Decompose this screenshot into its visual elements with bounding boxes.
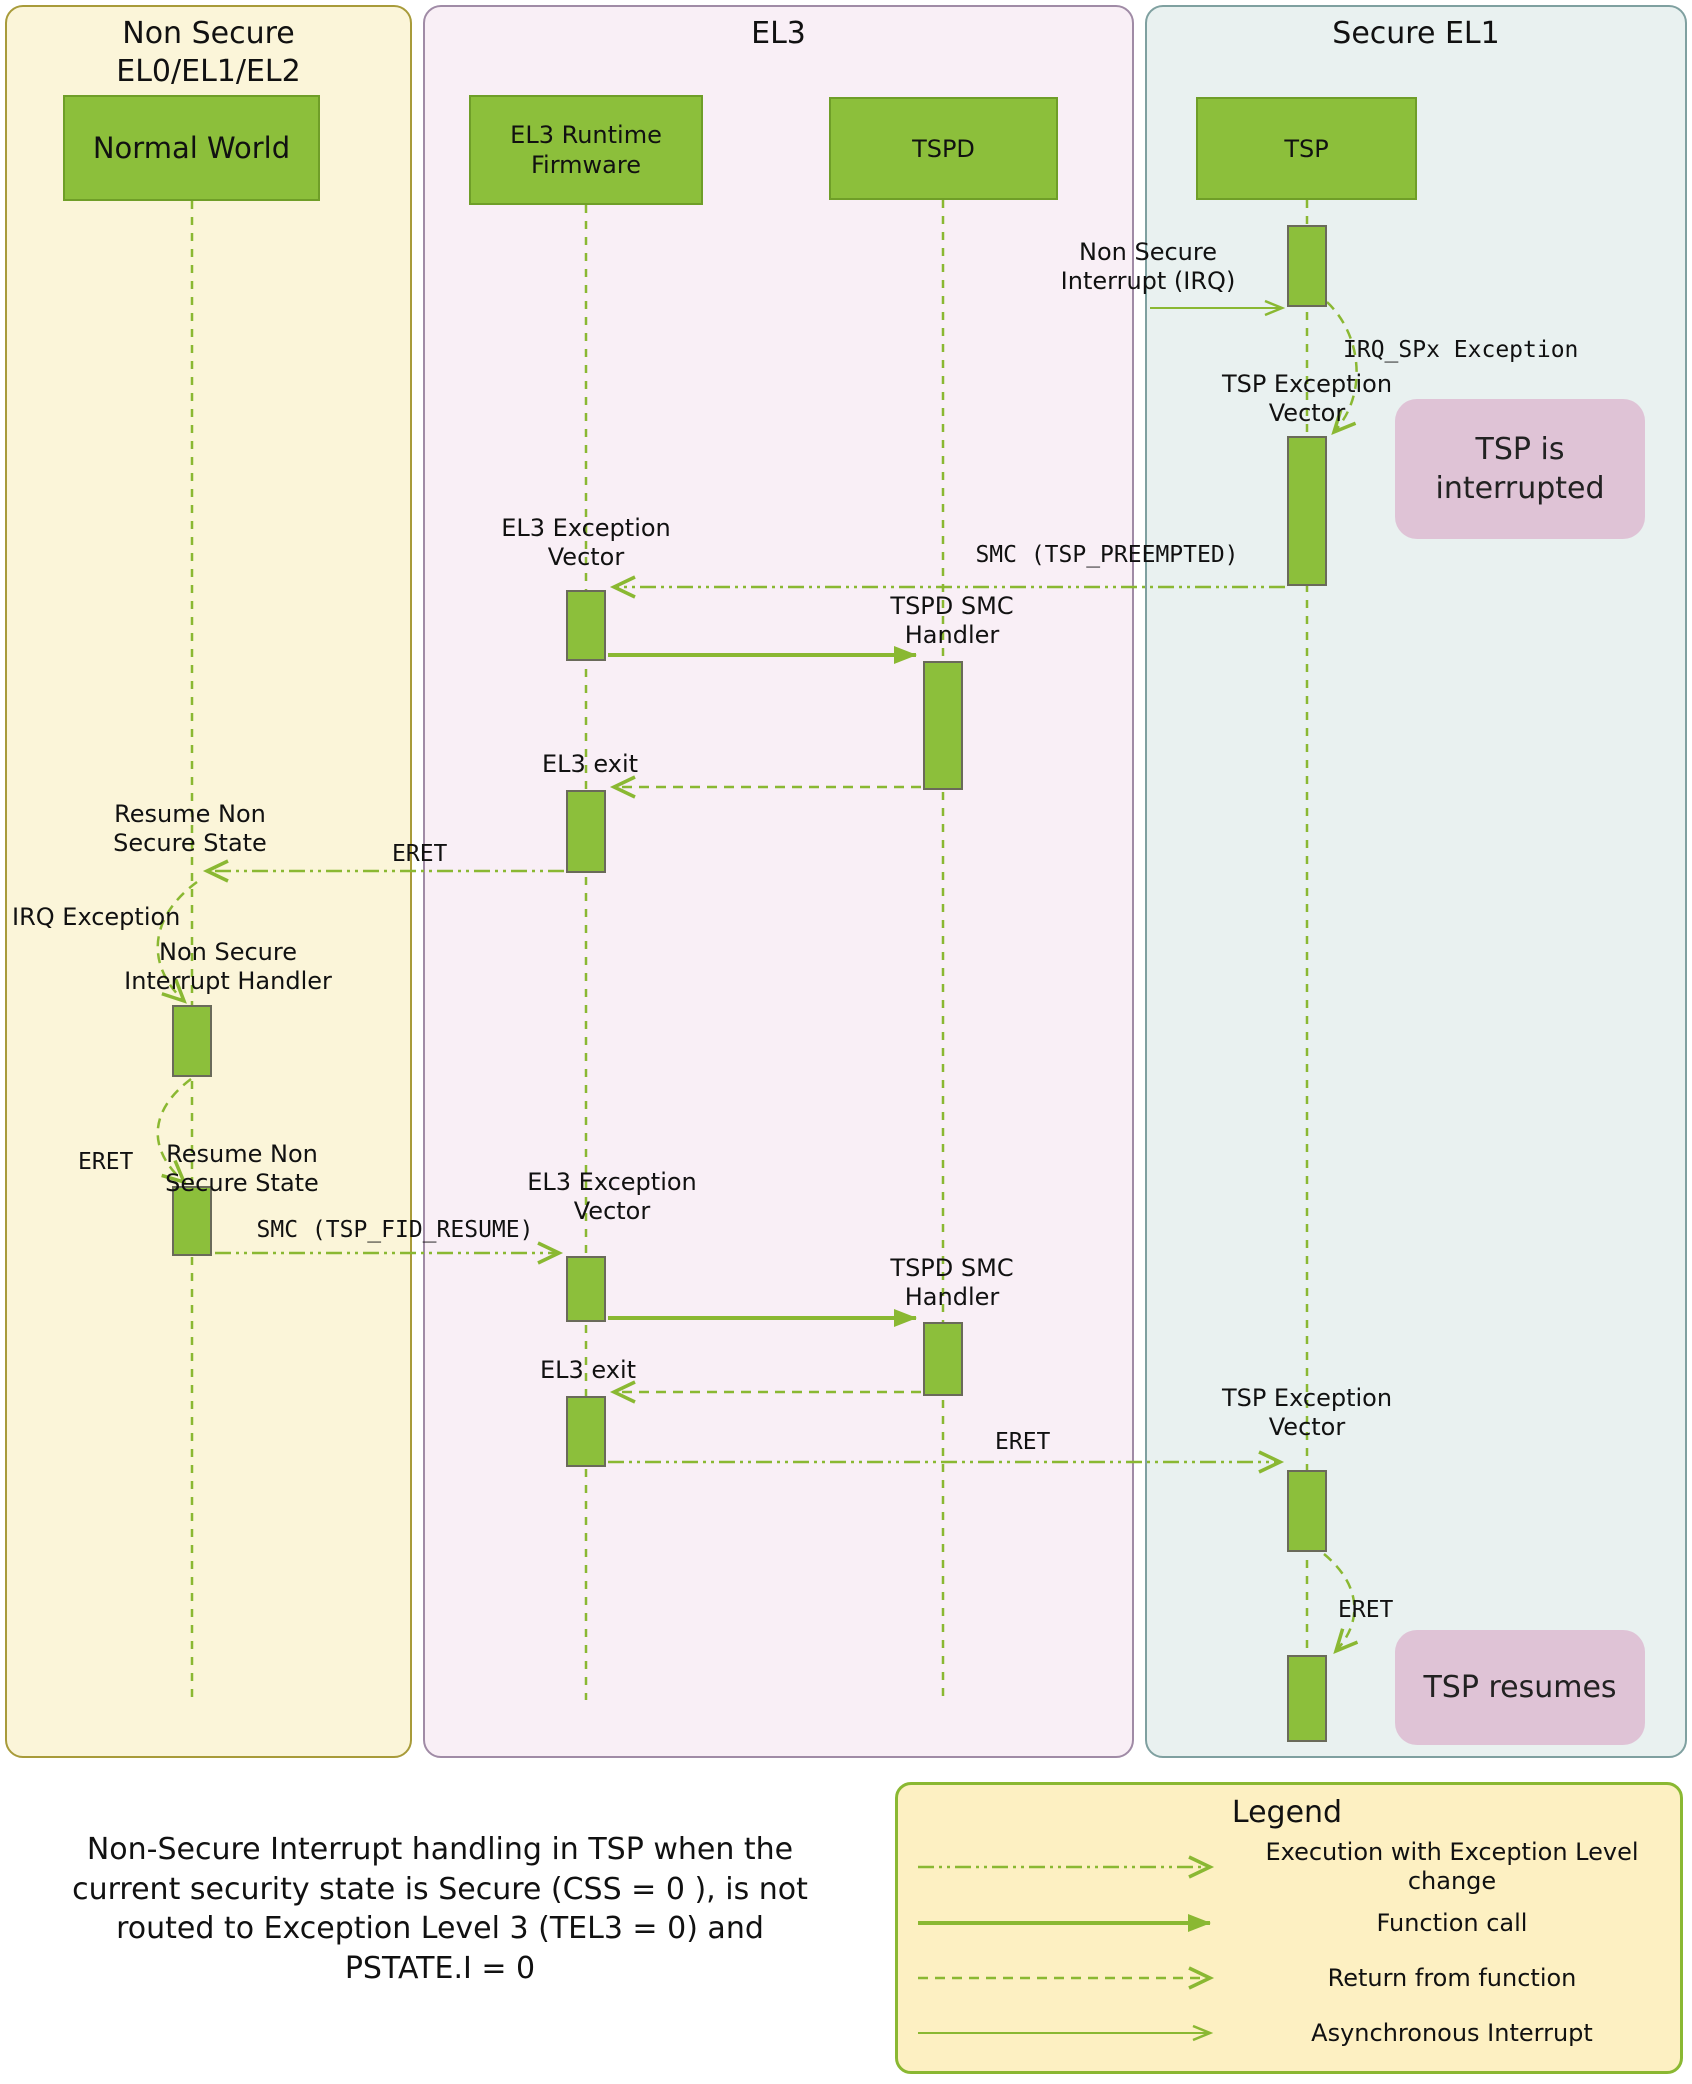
label-tsp-exception-vector-1: TSP Exception Vector: [1221, 370, 1393, 428]
label-non-secure-interrupt: Non Secure Interrupt (IRQ): [1060, 238, 1236, 296]
legend-label-async-interrupt: Asynchronous Interrupt: [1311, 2019, 1593, 2048]
lane-non-secure: Non Secure EL0/EL1/EL2: [5, 5, 412, 1758]
label-tspd-smc-handler-1: TSPD SMC Handler: [890, 592, 1014, 650]
label-ns-interrupt-handler: Non Secure Interrupt Handler: [124, 938, 332, 996]
actor-el3-runtime-firmware: EL3 Runtime Firmware: [469, 95, 703, 205]
return-arrow-icon: [918, 1966, 1215, 1990]
label-eret-1: ERET: [392, 841, 448, 867]
async-interrupt-arrow-icon: [918, 2025, 1214, 2042]
legend-label-return: Return from function: [1327, 1963, 1577, 1992]
label-tsp-exception-vector-2: TSP Exception Vector: [1221, 1384, 1393, 1442]
actor-tspd: TSPD: [829, 97, 1058, 200]
label-eret-2: ERET: [78, 1149, 134, 1175]
label-el3-exit-1: EL3 exit: [541, 750, 639, 778]
activation-tsp-exception-vector-1: [1287, 436, 1327, 586]
actor-el3-runtime-firmware-label: EL3 Runtime Firmware: [510, 121, 662, 179]
lane-el3: EL3: [423, 5, 1134, 1758]
actor-normal-world-label: Normal World: [92, 130, 291, 165]
label-resume-ns-state-2: Resume Non Secure State: [165, 1140, 319, 1198]
lane-secure-el1-title: Secure EL1: [1332, 16, 1500, 51]
actor-tspd-label: TSPD: [912, 134, 975, 163]
legend-row-exec-change: Execution with Exception Level change: [912, 1838, 1662, 1896]
label-irq-spx-exception: IRQ_SPx Exception: [1343, 337, 1579, 363]
function-call-arrow-icon: [918, 1914, 1211, 1933]
activation-tsp-final: [1287, 1655, 1327, 1742]
activation-tsp-exception-vector-2: [1287, 1470, 1327, 1552]
legend: Legend Execution with Exception Level ch…: [895, 1782, 1683, 2074]
activation-tsp-initial: [1287, 225, 1327, 307]
activation-el3-exit-2: [566, 1396, 606, 1467]
label-eret-3: ERET: [995, 1429, 1051, 1455]
label-el3-exit-2: EL3 exit: [539, 1356, 637, 1384]
actor-tsp: TSP: [1196, 97, 1417, 200]
legend-row-async-interrupt: Asynchronous Interrupt: [912, 2006, 1662, 2061]
label-irq-exception: IRQ Exception: [12, 903, 181, 931]
legend-row-return: Return from function: [912, 1951, 1662, 2006]
label-eret-4: ERET: [1338, 1597, 1394, 1623]
arrow-eret-2: [156, 1078, 192, 1185]
lane-el3-title: EL3: [751, 16, 806, 51]
lane-secure-el1: Secure EL1: [1145, 5, 1687, 1758]
legend-row-function-call: Function call: [912, 1896, 1662, 1951]
label-smc-tsp-preempted: SMC (TSP_PREEMPTED): [975, 542, 1239, 568]
activation-resume-ns-state: [172, 1186, 212, 1256]
arrow-eret-4: [1323, 1553, 1359, 1655]
activation-ns-interrupt-handler: [172, 1005, 212, 1077]
note-tsp-resumes: TSP resumes: [1395, 1630, 1645, 1745]
actor-tsp-label: TSP: [1284, 134, 1329, 163]
label-smc-tsp-fid-resume: SMC (TSP_FID_RESUME): [256, 1217, 534, 1243]
activation-tspd-smc-handler-2: [923, 1322, 963, 1396]
activation-el3-exception-vector-1: [566, 590, 606, 661]
activation-el3-exit-1: [566, 790, 606, 873]
label-tspd-smc-handler-2: TSPD SMC Handler: [890, 1254, 1014, 1312]
note-tsp-is-interrupted: TSP is interrupted: [1395, 399, 1645, 539]
activation-tspd-smc-handler-1: [923, 661, 963, 790]
lane-non-secure-title: Non Secure EL0/EL1/EL2: [116, 16, 301, 89]
arrow-irq-spx-exception: [1326, 301, 1358, 435]
actor-normal-world: Normal World: [63, 95, 320, 201]
label-el3-exception-vector-1: EL3 Exception Vector: [501, 514, 671, 572]
label-el3-exception-vector-2: EL3 Exception Vector: [527, 1168, 697, 1226]
exec-change-arrow-icon: [918, 1855, 1215, 1879]
legend-title: Legend: [1231, 1795, 1343, 1830]
activation-el3-exception-vector-2: [566, 1256, 606, 1322]
legend-label-function-call: Function call: [1376, 1908, 1528, 1937]
arrow-irq-exception: [156, 880, 198, 1004]
label-resume-ns-state-1: Resume Non Secure State: [113, 800, 267, 858]
diagram-caption: Non-Secure Interrupt handling in TSP whe…: [72, 1832, 808, 1986]
legend-label-exec-change: Execution with Exception Level change: [1265, 1838, 1639, 1895]
